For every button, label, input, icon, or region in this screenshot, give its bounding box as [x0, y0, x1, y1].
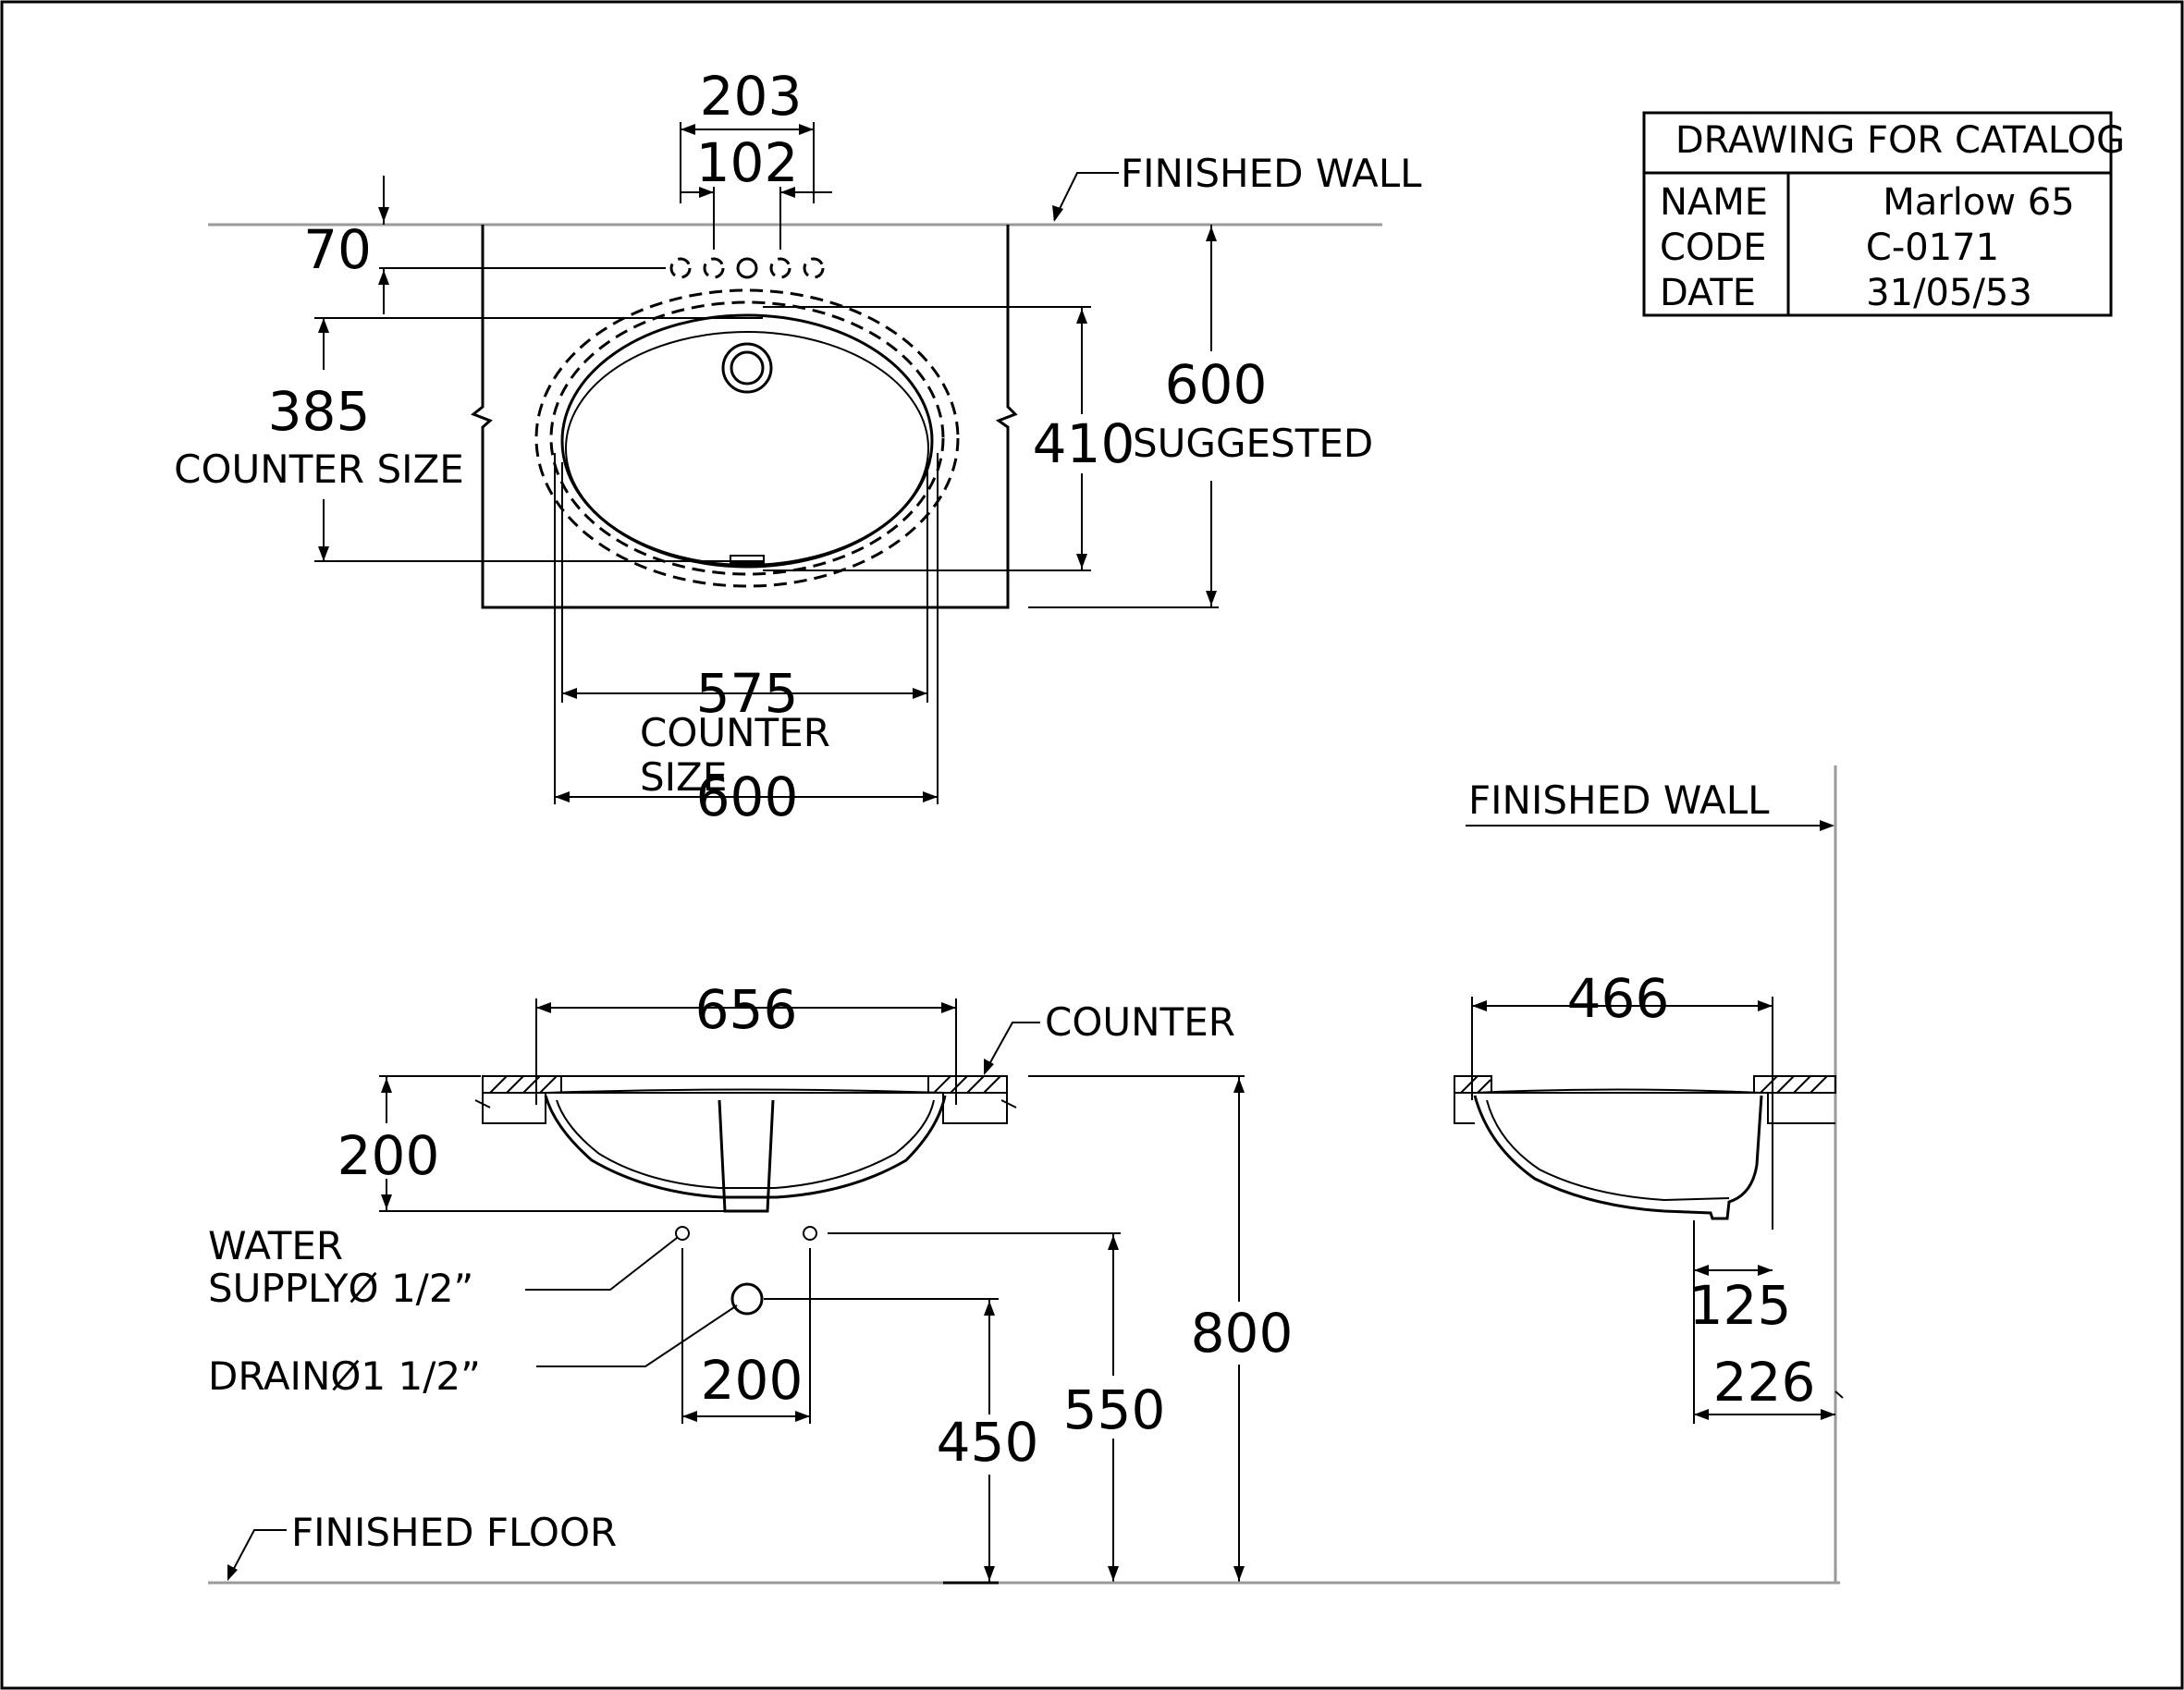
title-block-frame	[1642, 111, 2113, 317]
dim-102: 102	[696, 131, 799, 194]
dim-203: 203	[700, 65, 803, 128]
counter-label: COUNTER	[640, 710, 830, 755]
dim-410: 410	[1033, 412, 1135, 475]
title-date-value: 31/05/53	[1866, 272, 2032, 314]
water-supply-point	[675, 1226, 690, 1241]
side-bowl-profile	[1473, 1095, 1763, 1220]
dim-226: 226	[1713, 1351, 1816, 1414]
counter-size-label: COUNTER SIZE	[174, 447, 464, 492]
tap-hole	[769, 257, 791, 279]
title-code-value: C-0171	[1866, 227, 1999, 269]
side-view: FINISHED WALL 466 125 226	[1454, 765, 1844, 1583]
water-supply-label: SUPPLYØ 1/2”	[208, 1266, 473, 1311]
title-name-value: Marlow 65	[1883, 181, 2074, 224]
tap-hole	[703, 257, 725, 279]
title-name-label: NAME	[1660, 181, 1768, 224]
dim-575: 575	[696, 662, 799, 725]
water-label: WATER	[208, 1223, 343, 1268]
basin-outer-rim	[534, 288, 960, 588]
water-supply-point	[803, 1226, 817, 1241]
drain-outer	[721, 342, 773, 394]
dim-125: 125	[1689, 1274, 1792, 1337]
dim-385: 385	[268, 380, 371, 443]
dim-600-suggested: 600	[1165, 353, 1268, 416]
dim-656: 656	[695, 978, 798, 1041]
title-code-label: CODE	[1660, 227, 1767, 269]
suggested-label: SUGGESTED	[1133, 421, 1373, 466]
drain-label: DRAINØ1 1/2”	[208, 1353, 481, 1399]
side-finished-wall-label: FINISHED WALL	[1468, 778, 1770, 823]
side-counter-slab-right	[1753, 1075, 1836, 1094]
dim-550: 550	[1063, 1378, 1166, 1441]
finished-wall-leader	[1053, 172, 1119, 221]
drain-inner	[730, 350, 765, 386]
tap-hole	[803, 257, 825, 279]
overflow-slot	[730, 555, 765, 564]
drain-tail	[718, 1099, 775, 1213]
finished-floor-label: FINISHED FLOOR	[291, 1510, 617, 1555]
dim-450: 450	[937, 1411, 1039, 1474]
plan-view: FINISHED WALL 203 102	[174, 65, 1422, 828]
dim-200-height: 200	[337, 1124, 440, 1187]
title-block-heading: DRAWING FOR CATALOG	[1675, 119, 2125, 162]
basin-inner	[565, 331, 929, 566]
basin-bowl	[560, 313, 934, 569]
title-date-label: DATE	[1660, 272, 1756, 314]
size-label: SIZE	[640, 754, 727, 800]
dim-70: 70	[303, 218, 372, 281]
dim-600-overall: 600	[696, 765, 799, 828]
title-block: DRAWING FOR CATALOG NAME Marlow 65 CODE …	[1642, 111, 2125, 317]
bowl-profile	[544, 1095, 947, 1199]
counter-slab-right	[927, 1075, 1008, 1094]
dim-200-spacing: 200	[701, 1349, 804, 1412]
drain-point	[730, 1282, 764, 1316]
dim-800: 800	[1191, 1302, 1294, 1365]
front-view: 656 COUNTER 200 WATER SUPPLYØ 1/2” DRAIN…	[208, 978, 1840, 1585]
front-counter-label: COUNTER	[1045, 999, 1235, 1045]
tap-hole-center	[736, 257, 758, 279]
counter-outline	[471, 225, 1018, 609]
plan-finished-wall-label: FINISHED WALL	[1121, 151, 1422, 196]
tap-hole	[669, 257, 692, 279]
basin-cutout	[549, 300, 945, 576]
dim-466: 466	[1567, 967, 1670, 1030]
